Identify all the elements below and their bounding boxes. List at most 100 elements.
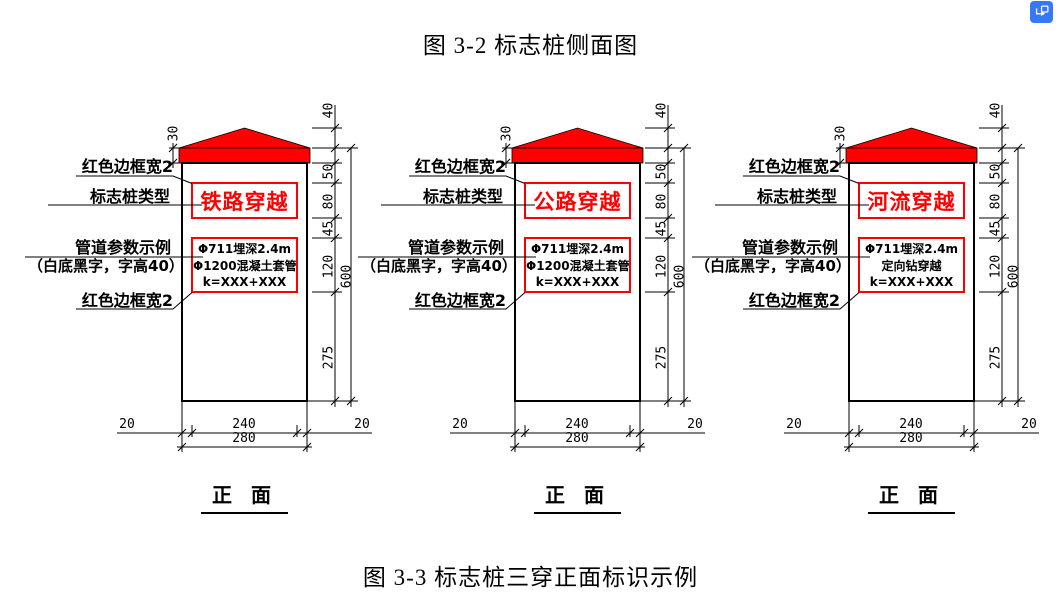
dim-width-lines — [784, 432, 1039, 448]
figure-caption-top: 图 3-2 标志桩侧面图 — [422, 33, 639, 58]
label-red-border-bottom: 红色边框宽2 — [748, 291, 840, 310]
diagram-linework — [692, 105, 1039, 452]
post-type-text: 铁路穿越 — [200, 189, 289, 214]
dim-band-height: 30 — [166, 125, 182, 142]
dim-chain-ticks — [997, 123, 1023, 406]
label-pipe-param-note: （白底黑字，字高40） — [361, 257, 517, 275]
dim-total-width: 280 — [232, 431, 256, 446]
front-view-label: 正 面 — [868, 479, 955, 514]
diagram-linework — [358, 105, 705, 452]
marker-post-diagram-railway: 红色边框宽2 标志桩类型 管道参数示例 （白底黑字，字高40） 红色边框宽2 铁… — [20, 95, 373, 525]
pipe-param-text: Φ711埋深2.4m 定向钻穿越 k=XXX+XXX — [860, 241, 963, 291]
dim-chain-lines — [1001, 105, 1019, 407]
dim-roof-height: 40 — [988, 102, 1004, 119]
post-type-text: 公路穿越 — [533, 189, 622, 214]
param-line-2: 定向钻穿越 — [881, 258, 942, 273]
dim-roof-height: 40 — [654, 102, 670, 119]
post-type-text: 河流穿越 — [867, 189, 956, 214]
type-red-frame — [524, 182, 631, 219]
dim-seg-120: 120 — [321, 254, 337, 279]
label-pipe-param-note: （白底黑字，字高40） — [28, 257, 184, 275]
dim-margin-right: 20 — [1021, 417, 1037, 432]
dim-width-ticks — [177, 428, 312, 452]
label-pipe-param-note: （白底黑字，字高40） — [695, 257, 851, 275]
dim-seg-45: 45 — [321, 220, 337, 237]
post-red-band — [511, 147, 644, 164]
dim-margin-left: 20 — [786, 417, 802, 432]
marker-post-diagram-highway: 红色边框宽2 标志桩类型 管道参数示例 （白底黑字，字高40） 红色边框宽2 公… — [353, 95, 706, 525]
leader-red-border-top — [743, 175, 860, 184]
marker-post-diagram-river: 红色边框宽2 标志桩类型 管道参数示例 （白底黑字，字高40） 红色边框宽2 河… — [687, 95, 1040, 525]
extension-lines-bottom — [848, 401, 975, 452]
dim-chain-ticks — [330, 123, 356, 406]
post-roof-triangle — [511, 127, 644, 149]
dim-band-height: 30 — [499, 125, 515, 142]
figure-caption-bottom: 图 3-3 标志桩三穿正面标识示例 — [362, 565, 699, 590]
post-roof-triangle — [178, 127, 311, 149]
pipe-param-text: Φ711埋深2.4m Φ1200混凝土套管 k=XXX+XXX — [193, 241, 297, 291]
leader-red-border-top — [409, 175, 526, 184]
leader-red-border-bottom — [409, 292, 526, 310]
label-red-border-top: 红色边框宽2 — [414, 157, 506, 176]
extension-lines-bottom — [181, 401, 308, 452]
front-view-label: 正 面 — [201, 479, 288, 514]
label-pipe-param: 管道参数示例 — [742, 238, 839, 257]
label-red-border-bottom: 红色边框宽2 — [81, 291, 173, 310]
dim-seg-275: 275 — [988, 345, 1004, 370]
dim-seg-120: 120 — [654, 254, 670, 279]
dim-30-ticks — [835, 143, 845, 168]
post-red-band — [845, 147, 978, 164]
post-roof-triangle — [845, 127, 978, 149]
param-line-1: Φ711埋深2.4m — [530, 242, 624, 256]
param-line-1: Φ711埋深2.4m — [197, 242, 291, 256]
label-red-border-bottom: 红色边框宽2 — [414, 291, 506, 310]
param-line-3: k=XXX+XXX — [535, 275, 620, 289]
dim-width-lines — [450, 432, 705, 448]
leader-red-border-bottom — [743, 292, 860, 310]
dim-width-ticks — [510, 428, 645, 452]
dim-inner-width: 240 — [565, 417, 589, 432]
dim-total-width: 280 — [565, 431, 589, 446]
dim-band-height: 30 — [833, 125, 849, 142]
dim-margin-left: 20 — [119, 417, 135, 432]
dim-30-lines — [836, 143, 849, 168]
post-red-band — [178, 147, 311, 164]
front-view-label: 正 面 — [534, 479, 621, 514]
param-line-3: k=XXX+XXX — [202, 275, 287, 289]
dim-seg-45: 45 — [988, 220, 1004, 237]
dim-total-height: 600 — [1006, 264, 1022, 289]
browser-extension-icon[interactable] — [1030, 1, 1053, 23]
dim-seg-120: 120 — [988, 254, 1004, 279]
dim-inner-width: 240 — [899, 417, 923, 432]
label-pipe-param: 管道参数示例 — [408, 238, 505, 257]
dim-chain-ticks — [663, 123, 689, 406]
dim-30-lines — [169, 143, 182, 168]
dim-seg-275: 275 — [321, 345, 337, 370]
dim-30-lines — [502, 143, 515, 168]
dim-inner-width: 240 — [232, 417, 256, 432]
label-red-border-top: 红色边框宽2 — [748, 157, 840, 176]
dim-30-ticks — [501, 143, 511, 168]
label-pipe-param: 管道参数示例 — [75, 238, 172, 257]
param-line-2: Φ1200混凝土套管 — [526, 258, 630, 273]
label-post-type: 标志桩类型 — [423, 187, 504, 206]
label-post-type: 标志桩类型 — [90, 187, 171, 206]
dim-margin-right: 20 — [354, 417, 370, 432]
type-red-frame — [191, 182, 298, 219]
dim-width-ticks — [844, 428, 979, 452]
param-red-frame — [191, 237, 298, 293]
label-post-type: 标志桩类型 — [757, 187, 838, 206]
dim-seg-45: 45 — [654, 220, 670, 237]
param-red-frame — [858, 237, 965, 293]
pipe-param-text: Φ711埋深2.4m Φ1200混凝土套管 k=XXX+XXX — [526, 241, 630, 291]
param-red-frame — [524, 237, 631, 293]
extension-lines-bottom — [514, 401, 641, 452]
dim-margin-left: 20 — [452, 417, 468, 432]
dim-chain-lines — [667, 105, 685, 407]
open-popup-icon — [1035, 5, 1048, 17]
param-line-3: k=XXX+XXX — [869, 275, 954, 289]
param-line-1: Φ711埋深2.4m — [864, 242, 958, 256]
type-red-frame — [858, 182, 965, 219]
dim-width-lines — [117, 432, 372, 448]
dim-roof-height: 40 — [321, 102, 337, 119]
